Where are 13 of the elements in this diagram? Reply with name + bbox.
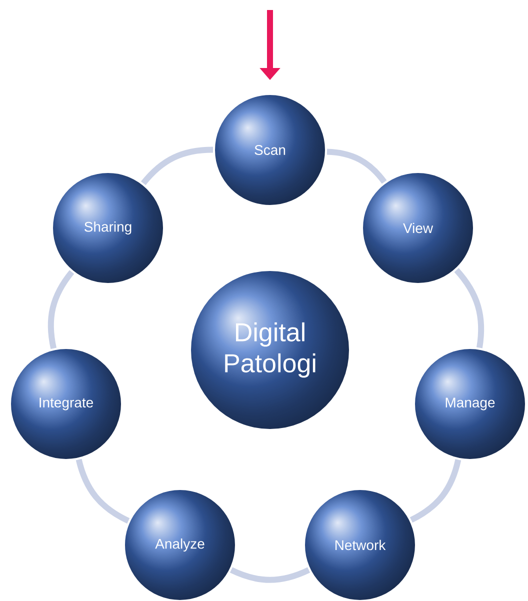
sphere-node: Sharing	[51, 171, 165, 285]
sphere-node: View	[361, 171, 475, 285]
ring-segment	[454, 268, 484, 348]
sphere-node: Integrate	[9, 347, 123, 461]
sphere-node: Scan	[213, 93, 327, 207]
ring-segment	[76, 458, 130, 524]
ring-segment	[230, 567, 310, 583]
ring-segment	[326, 148, 387, 184]
ring-segment	[410, 459, 462, 523]
sphere-node: Digital Patologi	[189, 269, 351, 431]
ring-segment	[141, 146, 214, 186]
sphere-node: Manage	[413, 347, 527, 461]
ring-segment	[48, 270, 74, 349]
